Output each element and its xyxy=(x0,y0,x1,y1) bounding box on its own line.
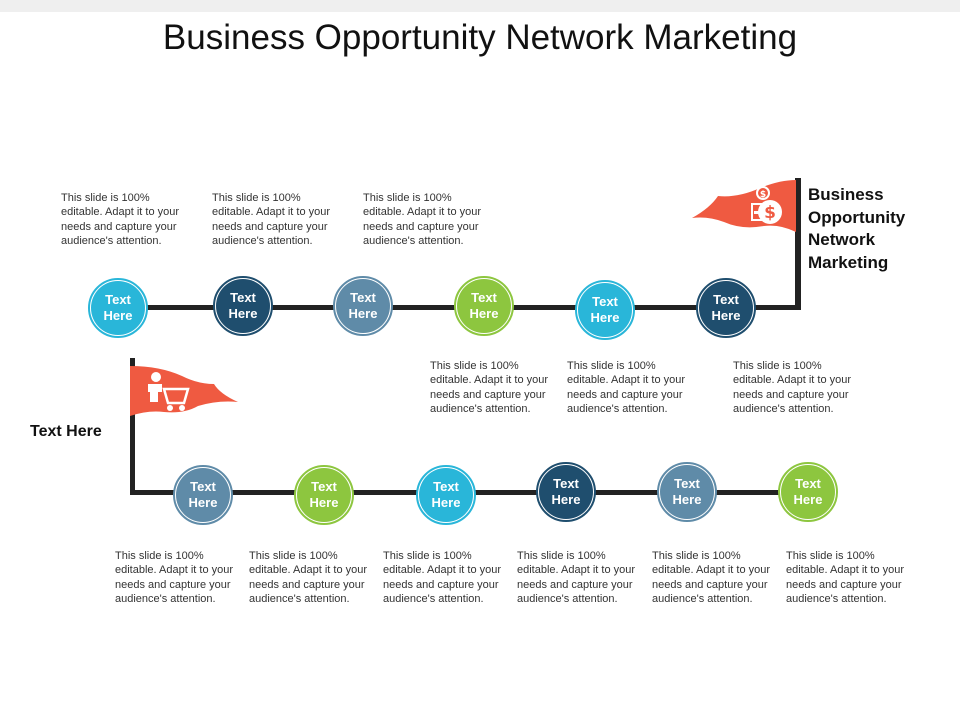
top-bar xyxy=(0,0,960,12)
top-description-1: This slide is 100% editable. Adapt it to… xyxy=(61,192,180,247)
top-node-6-label: Text Here xyxy=(699,281,753,335)
middle-description-1: This slide is 100% editable. Adapt it to… xyxy=(430,360,549,415)
bottom-node-3-label: Text Here xyxy=(419,468,473,522)
bottom-node-5: Text Here xyxy=(657,462,717,522)
start-flag-pole xyxy=(130,358,135,495)
bottom-node-6-label: Text Here xyxy=(781,465,835,519)
top-node-2: Text Here xyxy=(213,276,273,336)
top-node-2-label: Text Here xyxy=(216,279,270,333)
svg-text:$: $ xyxy=(764,203,776,223)
bottom-node-4-label: Text Here xyxy=(539,465,593,519)
bottom-description-5: This slide is 100% editable. Adapt it to… xyxy=(652,550,771,605)
bottom-description-3: This slide is 100% editable. Adapt it to… xyxy=(383,550,502,605)
middle-description-3: This slide is 100% editable. Adapt it to… xyxy=(733,360,852,415)
top-node-1: Text Here xyxy=(88,278,148,338)
end-flag: $ $ xyxy=(692,180,796,232)
start-flag xyxy=(130,366,238,416)
end-flag-pole xyxy=(795,178,801,310)
top-node-4: Text Here xyxy=(454,276,514,336)
shopping-cart-person-icon xyxy=(148,372,190,411)
bottom-description-4: This slide is 100% editable. Adapt it to… xyxy=(517,550,636,605)
bottom-node-1: Text Here xyxy=(173,465,233,525)
top-description-2: This slide is 100% editable. Adapt it to… xyxy=(212,192,331,247)
top-node-6: Text Here xyxy=(696,278,756,338)
bottom-node-1-label: Text Here xyxy=(176,468,230,522)
bottom-node-6: Text Here xyxy=(778,462,838,522)
middle-description-2: This slide is 100% editable. Adapt it to… xyxy=(567,360,686,415)
top-node-5: Text Here xyxy=(575,280,635,340)
bottom-node-5-label: Text Here xyxy=(660,465,714,519)
bottom-node-2: Text Here xyxy=(294,465,354,525)
svg-text:$: $ xyxy=(760,190,766,200)
bottom-description-6: This slide is 100% editable. Adapt it to… xyxy=(786,550,905,605)
top-node-5-label: Text Here xyxy=(578,283,632,337)
bottom-node-2-label: Text Here xyxy=(297,468,351,522)
top-node-3-label: Text Here xyxy=(336,279,390,333)
bottom-description-2: This slide is 100% editable. Adapt it to… xyxy=(249,550,368,605)
bottom-description-1: This slide is 100% editable. Adapt it to… xyxy=(115,550,234,605)
top-description-3: This slide is 100% editable. Adapt it to… xyxy=(363,192,482,247)
top-node-1-label: Text Here xyxy=(91,281,145,335)
top-node-3: Text Here xyxy=(333,276,393,336)
money-icon: $ $ xyxy=(751,186,782,224)
bottom-node-4: Text Here xyxy=(536,462,596,522)
bottom-node-3: Text Here xyxy=(416,465,476,525)
top-node-4-label: Text Here xyxy=(457,279,511,333)
end-flag-label: Business Opportunity Network Marketing xyxy=(808,185,906,272)
slide-title: Business Opportunity Network Marketing xyxy=(162,18,798,57)
start-flag-label: Text Here xyxy=(30,423,102,440)
